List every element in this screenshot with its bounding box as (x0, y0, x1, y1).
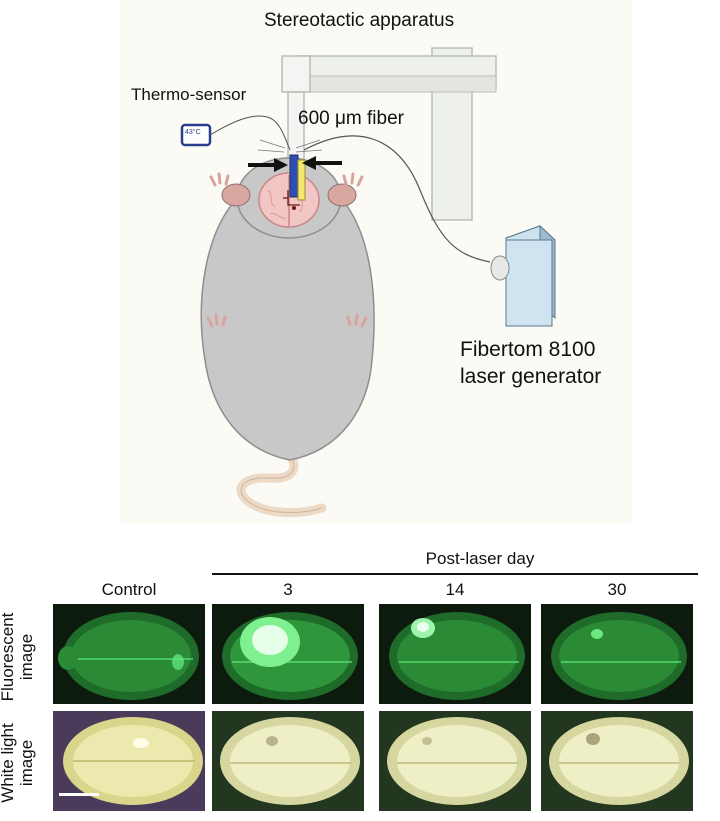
row-label-white-light-line2: image (17, 739, 36, 787)
row-label-white-light-line1: White light (0, 723, 17, 803)
post-laser-rule (212, 573, 698, 575)
scale-bar (59, 793, 99, 796)
laser-label-line1: Fibertom 8100 (460, 338, 596, 361)
apparatus-label: Stereotactic apparatus (264, 10, 455, 31)
column-label-day3: 3 (283, 580, 293, 599)
thermo-sensor-label: Thermo-sensor (131, 85, 247, 104)
fiber-probe (283, 154, 306, 210)
laser-generator-icon (490, 224, 556, 327)
fluorescent-photo-control (53, 604, 205, 704)
laser-label-line2: laser generator (460, 365, 602, 388)
column-label-day30: 30 (607, 580, 627, 599)
fluorescent-photo-day30 (541, 604, 693, 704)
white-light-photo-day30 (541, 711, 693, 811)
row-label-white-light: White light image (0, 718, 36, 808)
white-light-photo-day3 (212, 711, 364, 811)
mouse-illustration (200, 139, 375, 518)
column-label-control: Control (101, 580, 157, 599)
fiber-label: 600 μm fiber (298, 108, 404, 129)
fluorescent-photo-day3 (212, 604, 364, 704)
stereotactic-frame (281, 47, 497, 221)
fiber-cable (303, 135, 491, 263)
sensor-display: 43°C (185, 129, 201, 136)
post-laser-header: Post-laser day (425, 549, 535, 568)
row-label-fluorescent-line1: Fluorescent (0, 612, 17, 702)
compression-arrows (248, 156, 342, 172)
white-light-photo-control (53, 711, 205, 811)
white-light-photo-day14 (379, 711, 531, 811)
thermo-sensor-icon (180, 115, 291, 151)
fluorescent-photo-day14 (379, 604, 531, 704)
row-label-fluorescent: Fluorescent image (0, 612, 36, 702)
row-label-fluorescent-line2: image (17, 633, 36, 681)
column-label-day14: 14 (445, 580, 465, 599)
stereotactic-setup-diagram (180, 47, 556, 518)
